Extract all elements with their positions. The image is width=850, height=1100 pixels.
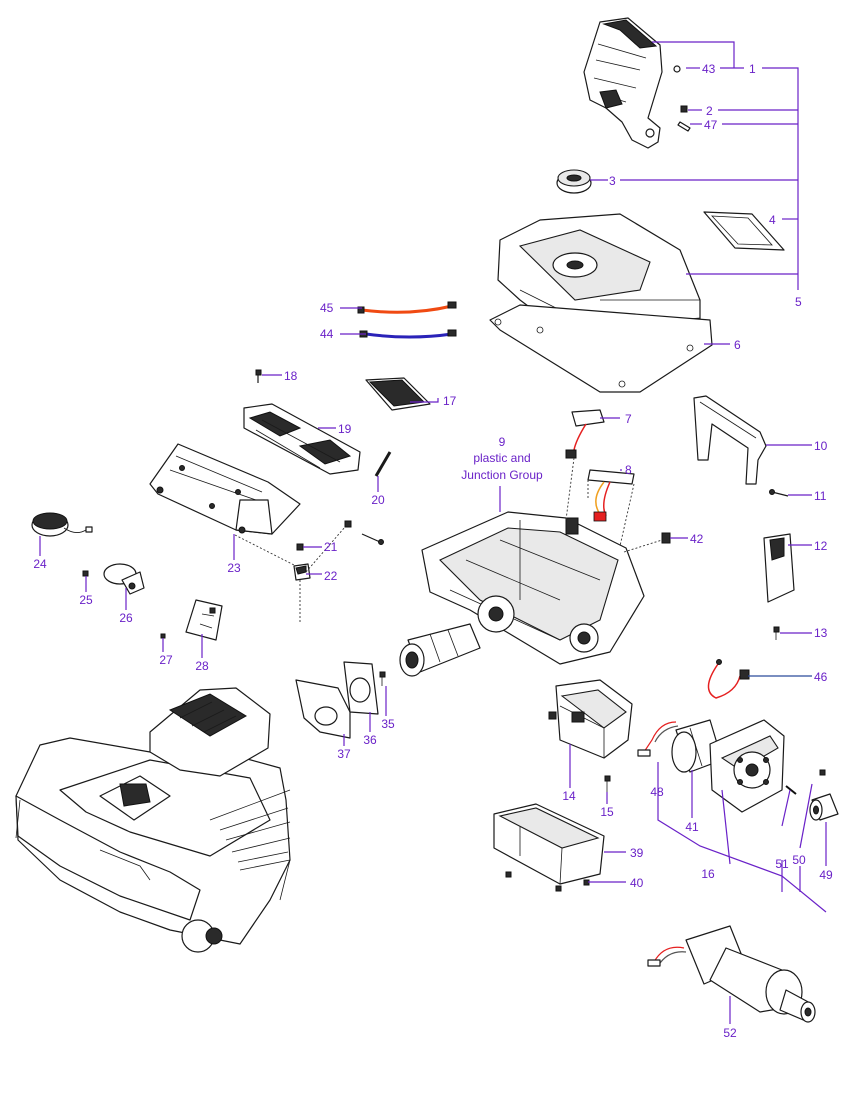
label-8: 8 bbox=[625, 463, 632, 477]
part-48-motor-cable bbox=[637, 721, 679, 757]
part-24-buzzer bbox=[31, 512, 93, 537]
part-36-gasket-plate bbox=[343, 661, 379, 715]
part-42-nut bbox=[623, 532, 671, 553]
part-37-cover-plate bbox=[295, 679, 351, 739]
part-14-battery-housing bbox=[548, 679, 633, 759]
label-46: 46 bbox=[814, 670, 828, 684]
part-28-sensor-board bbox=[185, 599, 223, 641]
label-1: 1 bbox=[749, 62, 756, 76]
label-16: 16 bbox=[701, 867, 715, 881]
label-3: 3 bbox=[609, 174, 616, 188]
label-9-line1: plastic and bbox=[473, 451, 530, 465]
part-10-carry-handle bbox=[693, 395, 767, 485]
part-4-gasket bbox=[703, 211, 785, 251]
part-43-small-nut bbox=[673, 65, 681, 73]
label-36: 36 bbox=[363, 733, 377, 747]
label-25: 25 bbox=[79, 593, 93, 607]
label-49: 49 bbox=[819, 868, 833, 882]
part-18-screw bbox=[255, 369, 262, 383]
part-wheel-motor-shaft bbox=[399, 623, 481, 677]
label-26: 26 bbox=[119, 611, 133, 625]
part-44-blue-cable bbox=[359, 329, 457, 339]
part-17-display-window bbox=[365, 377, 431, 411]
label-24: 24 bbox=[33, 557, 47, 571]
label-52: 52 bbox=[723, 1026, 737, 1040]
label-28: 28 bbox=[195, 659, 209, 673]
part-25-screw bbox=[82, 570, 89, 577]
part-3-height-knob bbox=[556, 169, 592, 194]
label-39: 39 bbox=[630, 846, 644, 860]
part-6-base-plate bbox=[489, 304, 713, 393]
part-9-junction-body bbox=[421, 511, 645, 665]
label-18: 18 bbox=[284, 369, 298, 383]
part-40-screws bbox=[505, 871, 590, 892]
label-27: 27 bbox=[159, 653, 173, 667]
label-45: 45 bbox=[320, 301, 334, 315]
label-11: 11 bbox=[814, 489, 827, 503]
part-26-sensor-cap bbox=[103, 563, 145, 595]
part-35-screw bbox=[379, 671, 386, 686]
part-2-screw bbox=[680, 105, 688, 113]
part-45-orange-cable bbox=[357, 301, 457, 314]
part-39-battery-pack bbox=[493, 803, 605, 885]
leader-lines bbox=[39, 41, 827, 1024]
part-7-sensor-module bbox=[565, 409, 605, 459]
label-17: 17 bbox=[443, 394, 457, 408]
label-37: 37 bbox=[337, 747, 351, 761]
label-41: 41 bbox=[685, 820, 699, 834]
part-11-screw bbox=[769, 489, 789, 497]
label-14: 14 bbox=[562, 789, 576, 803]
part-12-side-cover bbox=[763, 533, 795, 603]
part-15-screw bbox=[604, 775, 611, 792]
label-21: 21 bbox=[324, 540, 338, 554]
label-44: 44 bbox=[320, 327, 334, 341]
part-labels: 43 1 2 47 3 4 5 6 45 44 18 17 19 7 9 pla… bbox=[33, 62, 833, 1040]
label-10: 10 bbox=[814, 439, 828, 453]
part-51-pin bbox=[785, 785, 797, 795]
label-23: 23 bbox=[227, 561, 241, 575]
small-hardware-nuts bbox=[344, 520, 384, 545]
label-19: 19 bbox=[338, 422, 352, 436]
label-7: 7 bbox=[625, 412, 632, 426]
part-1-top-handle-cover bbox=[583, 17, 663, 149]
label-20: 20 bbox=[371, 493, 385, 507]
label-9-number: 9 bbox=[499, 435, 506, 449]
part-20-antenna bbox=[374, 451, 392, 477]
part-49-coupling bbox=[809, 793, 839, 821]
part-46-harness bbox=[707, 659, 750, 699]
label-6: 6 bbox=[734, 338, 741, 352]
label-47: 47 bbox=[704, 118, 718, 132]
label-9-line2: Junction Group bbox=[461, 468, 543, 482]
part-27-screw bbox=[160, 633, 166, 639]
label-5: 5 bbox=[795, 295, 802, 309]
label-42: 42 bbox=[690, 532, 704, 546]
label-15: 15 bbox=[600, 805, 614, 819]
assembled-mower bbox=[15, 687, 291, 953]
label-12: 12 bbox=[814, 539, 828, 553]
part-52-blade-motor bbox=[647, 925, 816, 1023]
label-13: 13 bbox=[814, 626, 828, 640]
label-50: 50 bbox=[792, 853, 806, 867]
part-47-screw bbox=[677, 121, 691, 132]
part-22-clip bbox=[293, 563, 311, 581]
part-16-gearbox bbox=[709, 719, 785, 813]
label-48: 48 bbox=[650, 785, 664, 799]
part-23-electronics-tray bbox=[149, 443, 301, 535]
part-21-screw bbox=[296, 543, 304, 551]
label-40: 40 bbox=[630, 876, 644, 890]
part-50-screw bbox=[819, 769, 826, 776]
label-43: 43 bbox=[702, 62, 716, 76]
label-51: 51 bbox=[775, 857, 789, 871]
part-13-screw bbox=[773, 626, 780, 640]
label-2: 2 bbox=[706, 104, 713, 118]
label-35: 35 bbox=[381, 717, 395, 731]
part-19-control-board bbox=[243, 403, 361, 475]
label-22: 22 bbox=[324, 569, 338, 583]
part-8-switch-module bbox=[587, 469, 635, 522]
label-4: 4 bbox=[769, 213, 776, 227]
